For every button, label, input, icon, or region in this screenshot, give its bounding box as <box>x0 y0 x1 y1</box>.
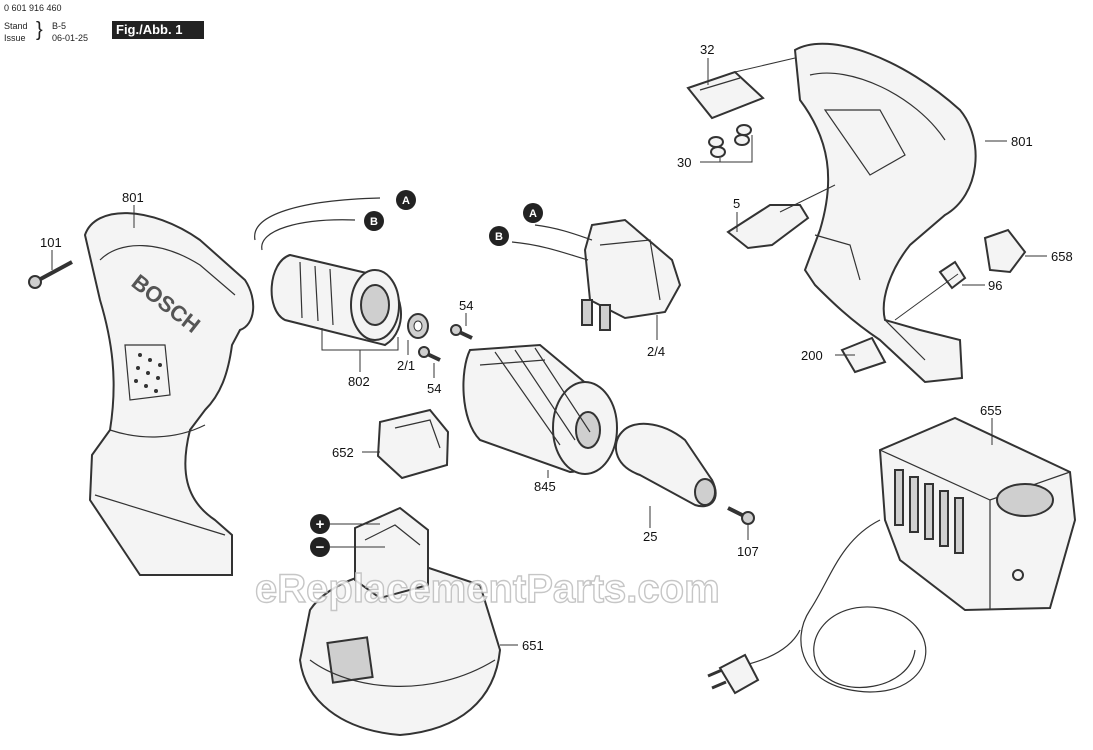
housing-half-left: BOSCH <box>83 212 255 576</box>
svg-text:A: A <box>402 195 410 207</box>
callout-845: 845 <box>534 479 556 494</box>
watermark: eReplacementParts.com <box>255 567 720 611</box>
gearbox-845 <box>462 343 618 475</box>
grip-texture <box>134 353 162 393</box>
callout-200: 200 <box>801 348 823 363</box>
leader-lines <box>51 57 1047 646</box>
wire-marker-b-motor: B <box>364 211 384 231</box>
callout-2-1: 2/1 <box>397 358 415 373</box>
issue-label: Issue <box>4 33 26 43</box>
switch-2-4 <box>511 218 682 331</box>
battery-terminal-652 <box>376 408 450 480</box>
stand-label: Stand <box>4 21 28 31</box>
springs-30 <box>708 124 752 158</box>
callout-802: 802 <box>348 374 370 389</box>
chuck-25 <box>615 422 717 508</box>
callout-25: 25 <box>643 529 657 544</box>
callout-652: 652 <box>332 445 354 460</box>
callout-54-top: 54 <box>459 298 473 313</box>
callout-801-left: 801 <box>122 190 144 205</box>
callout-54-bottom: 54 <box>427 381 441 396</box>
motor-802 <box>254 197 402 347</box>
wire-marker-a-motor: A <box>396 190 416 210</box>
charger-vents <box>894 469 964 554</box>
callout-655: 655 <box>980 403 1002 418</box>
callout-30: 30 <box>677 155 691 170</box>
polarity-minus-marker: − <box>310 537 385 557</box>
screw-54-top <box>450 324 473 340</box>
callout-2-4: 2/4 <box>647 344 665 359</box>
svg-text:B: B <box>370 216 378 228</box>
part-96 <box>938 260 967 290</box>
svg-text:+: + <box>316 516 325 533</box>
callout-801-right: 801 <box>1011 134 1033 149</box>
battery-pack-651 <box>298 506 502 737</box>
header-brace: } <box>36 19 43 41</box>
wire-marker-b-switch: B <box>489 226 509 246</box>
callout-651: 651 <box>522 638 544 653</box>
callout-101: 101 <box>40 235 62 250</box>
callout-32: 32 <box>700 42 714 57</box>
figure-label: Fig./Abb. 1 <box>112 21 204 39</box>
screw-107 <box>727 506 755 525</box>
stand-value: B-5 <box>52 21 67 31</box>
label-200 <box>840 336 887 374</box>
pinion-gear <box>407 313 429 339</box>
part-number: 0 601 916 460 <box>4 3 62 13</box>
callout-658: 658 <box>1051 249 1073 264</box>
clip-32 <box>686 70 765 120</box>
polarity-plus-marker: + <box>310 514 380 534</box>
svg-text:−: − <box>316 539 325 556</box>
slide-5 <box>726 204 810 250</box>
callout-96: 96 <box>988 278 1002 293</box>
wire-marker-a-switch: A <box>523 203 543 223</box>
callout-107: 107 <box>737 544 759 559</box>
housing-half-right <box>793 42 977 384</box>
charger-655 <box>878 416 1077 612</box>
part-658 <box>983 228 1027 274</box>
callout-5: 5 <box>733 196 740 211</box>
issue-value: 06-01-25 <box>52 33 89 43</box>
screw-54-bottom <box>418 346 441 362</box>
svg-text:B: B <box>495 231 503 243</box>
screw-101 <box>28 260 73 289</box>
svg-text:A: A <box>529 208 537 220</box>
power-cord <box>707 519 927 695</box>
